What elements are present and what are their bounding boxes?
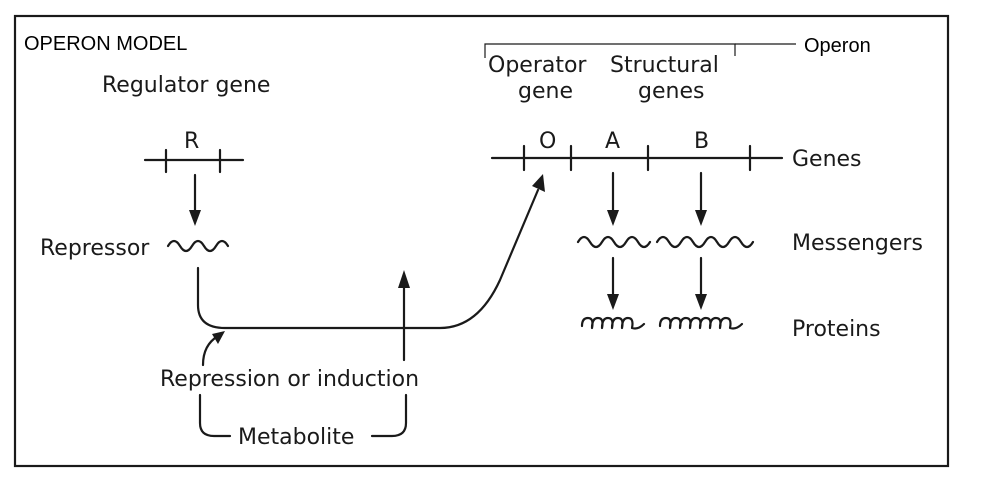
- gene-b-label: B: [694, 129, 709, 154]
- operon-gene-line: [490, 144, 784, 172]
- row-label-proteins: Proteins: [792, 317, 881, 342]
- gene-o-label: O: [539, 129, 556, 154]
- arrow-messenger-a-to-protein: [607, 256, 619, 310]
- operon-bracket: [484, 43, 796, 58]
- structural-label-line2: genes: [638, 79, 704, 104]
- arrow-a-to-messenger: [607, 171, 619, 226]
- repressor-to-operator-arrow: [196, 188, 540, 330]
- repressor-wave: [166, 239, 230, 253]
- diagram-title: OPERON MODEL: [24, 33, 187, 55]
- row-label-genes: Genes: [792, 147, 862, 172]
- arrow-metabolite-up: [398, 270, 410, 362]
- operator-label-line1: Operator: [488, 53, 587, 78]
- structural-label-line1: Structural: [610, 53, 719, 78]
- diagram-frame: [13, 14, 950, 468]
- operator-arrowhead: [532, 174, 545, 192]
- repressor-label: Repressor: [40, 236, 150, 261]
- metabolite-bracket: [198, 393, 408, 438]
- protein-b-coil: [658, 316, 744, 330]
- protein-a-coil: [580, 316, 646, 330]
- regulator-gene-segment: [143, 148, 245, 174]
- messenger-a-wave: [576, 235, 652, 249]
- row-label-messengers: Messengers: [792, 231, 923, 256]
- operon-label: Operon: [804, 35, 871, 57]
- operator-label-line2: gene: [518, 79, 573, 104]
- messenger-b-wave: [655, 235, 755, 249]
- metabolite-label: Metabolite: [238, 425, 354, 450]
- arrow-metabolite-to-repressor: [201, 331, 225, 367]
- arrow-b-to-messenger: [695, 171, 707, 226]
- regulator-gene-label: Regulator gene: [102, 73, 270, 98]
- gene-r-label: R: [184, 129, 199, 154]
- arrow-r-to-repressor: [189, 173, 201, 226]
- repression-induction-label: Repression or induction: [160, 367, 419, 392]
- gene-a-label: A: [605, 129, 620, 154]
- arrow-messenger-b-to-protein: [695, 256, 707, 310]
